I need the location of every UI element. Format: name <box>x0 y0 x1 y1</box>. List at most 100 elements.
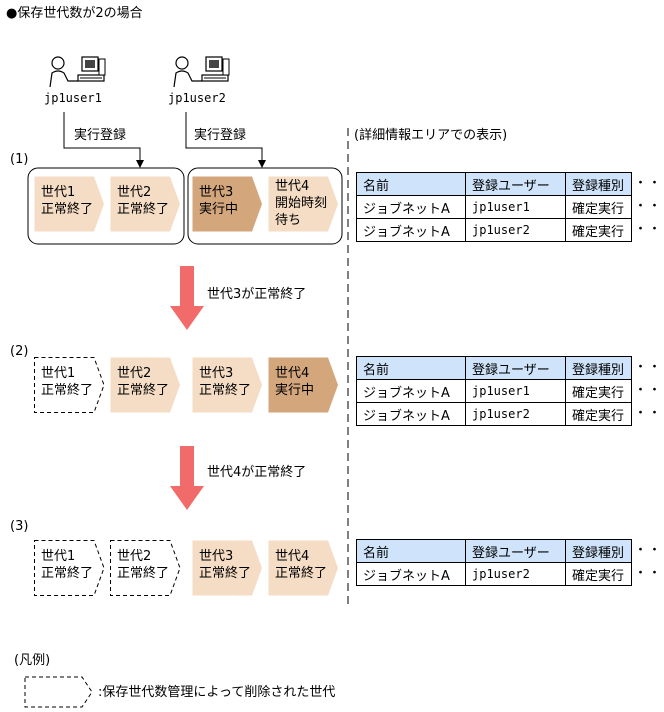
table-more-dots: ・・・ <box>634 199 664 214</box>
table-cell: ジョブネットA <box>356 402 466 426</box>
generation-box: 世代3 正常終了 <box>192 357 264 413</box>
table-more-dots: ・・・ <box>634 406 664 421</box>
generation-box: 世代4 正常終了 <box>268 540 340 596</box>
table-header-cell: 登録ユーザー <box>465 539 566 563</box>
table-cell: 確定実行 <box>565 402 632 426</box>
generation-box: 世代4 開始時刻待ち <box>268 176 340 232</box>
table-more-dots: ・・・ <box>634 543 664 558</box>
table-cell: jp1user2 <box>465 402 566 426</box>
table-header-cell: 登録種別 <box>565 172 632 196</box>
table-header-cell: 名前 <box>356 356 466 380</box>
generation-text: 開始時刻 <box>275 196 328 211</box>
legend-description: :保存世代数管理によって削除された世代 <box>98 685 336 700</box>
table-cell: ジョブネットA <box>356 562 466 586</box>
table-more-dots: ・・・ <box>634 360 664 375</box>
generation-text: 正常終了 <box>41 202 94 217</box>
generation-text: 世代4 <box>275 366 310 381</box>
generation-box: 世代3 正常終了 <box>192 540 264 596</box>
table-cell: ジョブネットA <box>356 218 466 242</box>
table-cell: 確定実行 <box>565 562 632 586</box>
table-header-cell: 登録ユーザー <box>465 356 566 380</box>
generation-text: 正常終了 <box>275 566 328 581</box>
generation-box: 世代2 正常終了 <box>110 540 182 596</box>
generation-text: 正常終了 <box>41 566 94 581</box>
generation-text: 待ち <box>275 213 302 228</box>
generation-text: 正常終了 <box>117 383 170 398</box>
user1-name: jp1user1 <box>44 91 102 105</box>
diagram-title: ●保存世代数が2の場合 <box>6 6 143 21</box>
table-cell: jp1user1 <box>465 195 566 219</box>
table-more-dots: ・・・ <box>634 383 664 398</box>
transition-label: 世代3が正常終了 <box>207 287 307 302</box>
generation-text: 世代3 <box>199 366 234 381</box>
table-cell: 確定実行 <box>565 218 632 242</box>
table-header-cell: 名前 <box>356 172 466 196</box>
generation-text: 正常終了 <box>199 566 252 581</box>
table-header-cell: 登録種別 <box>565 539 632 563</box>
generation-text: 世代2 <box>117 185 152 200</box>
generation-text: 世代3 <box>199 549 234 564</box>
user-computer-icon <box>48 55 106 93</box>
legend-title: (凡例) <box>14 653 51 668</box>
generation-box: 世代1 正常終了 <box>34 540 106 596</box>
table-cell: jp1user2 <box>465 562 566 586</box>
user-computer-icon <box>172 55 230 93</box>
generation-text: 世代4 <box>275 179 310 194</box>
stage-label: (2) <box>10 344 29 359</box>
transition-label: 世代4が正常終了 <box>207 465 307 480</box>
generation-text: 世代4 <box>275 549 310 564</box>
generation-text: 実行中 <box>199 202 239 217</box>
detail-area-header: (詳細情報エリアでの表示) <box>354 128 508 143</box>
generation-box: 世代1 正常終了 <box>34 357 106 413</box>
generation-text: 世代1 <box>41 185 76 200</box>
table-header-cell: 登録種別 <box>565 356 632 380</box>
user2-action-label: 実行登録 <box>194 128 247 143</box>
generation-text: 正常終了 <box>117 566 170 581</box>
user1-action-label: 実行登録 <box>74 128 127 143</box>
table-cell: 確定実行 <box>565 379 632 403</box>
transition-arrow <box>170 266 204 330</box>
table-cell: ジョブネットA <box>356 195 466 219</box>
table-header-cell: 登録ユーザー <box>465 172 566 196</box>
table-header-row: 名前登録ユーザー登録種別 <box>356 172 632 196</box>
table-cell: jp1user2 <box>465 218 566 242</box>
stage-label: (3) <box>10 519 29 534</box>
stage-label: (1) <box>10 152 29 167</box>
generation-text: 世代2 <box>117 549 152 564</box>
generation-text: 世代1 <box>41 366 76 381</box>
transition-arrow <box>170 446 204 510</box>
generation-text: 世代3 <box>199 185 234 200</box>
table-header-row: 名前登録ユーザー登録種別 <box>356 356 632 380</box>
generation-box: 世代2 正常終了 <box>110 357 182 413</box>
table-more-dots: ・・・ <box>634 566 664 581</box>
table-cell: jp1user1 <box>465 379 566 403</box>
table-header-row: 名前登録ユーザー登録種別 <box>356 539 632 563</box>
generation-text: 正常終了 <box>117 202 170 217</box>
table-cell: ジョブネットA <box>356 379 466 403</box>
generation-text: 世代2 <box>117 366 152 381</box>
table-more-dots: ・・・ <box>634 222 664 237</box>
generation-text: 実行中 <box>275 383 315 398</box>
generation-box: 世代3 実行中 <box>192 176 264 232</box>
legend-deleted-shape <box>24 676 93 708</box>
generation-text: 正常終了 <box>41 383 94 398</box>
generation-box: 世代1 正常終了 <box>34 176 106 232</box>
generation-box: 世代4 実行中 <box>268 357 340 413</box>
user2-name: jp1user2 <box>168 91 226 105</box>
generation-text: 正常終了 <box>199 383 252 398</box>
generation-box: 世代2 正常終了 <box>110 176 182 232</box>
generation-text: 世代1 <box>41 549 76 564</box>
table-header-cell: 名前 <box>356 539 466 563</box>
table-more-dots: ・・・ <box>634 176 664 191</box>
table-cell: 確定実行 <box>565 195 632 219</box>
